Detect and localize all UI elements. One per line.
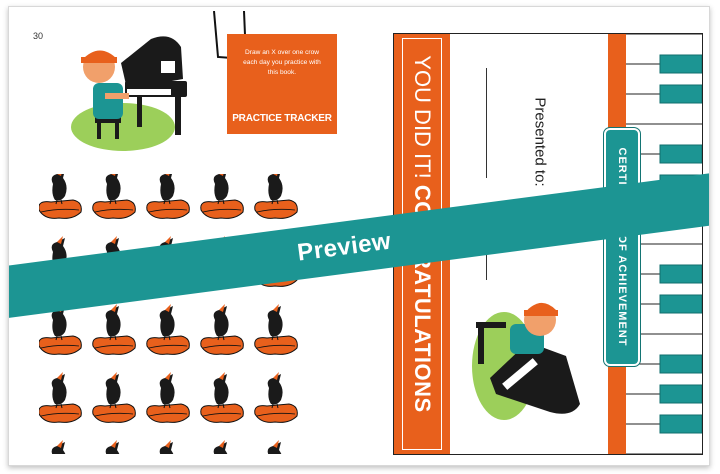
crow-icon: [254, 174, 298, 219]
crow-icon: [146, 439, 190, 454]
preview-label: Preview: [295, 227, 393, 267]
crow-icon: [200, 371, 244, 423]
crow-icon: [39, 174, 82, 219]
name-line: [486, 68, 487, 178]
crow-icon: [200, 439, 244, 454]
presented-to-label: Presented to:: [531, 97, 549, 187]
black-key: [659, 414, 702, 434]
crow-icon: [146, 174, 190, 219]
black-key: [659, 294, 702, 314]
pianist-illustration: [71, 36, 187, 151]
crow-icon: [92, 439, 136, 454]
tracker-title: PRACTICE TRACKER: [232, 113, 332, 124]
certificate-of-achievement-text: CERTIFICATE OF ACHIEVEMENT: [616, 147, 628, 347]
black-key: [659, 384, 702, 404]
crow-icon: [92, 371, 136, 423]
black-key: [659, 144, 702, 164]
crow-icon: [254, 439, 298, 454]
crow-grid: [39, 174, 298, 454]
crow-icon: [92, 174, 136, 219]
black-key: [659, 264, 702, 284]
practice-tracker-box: Draw an X over one crow each day you pra…: [227, 34, 337, 134]
crow-icon: [39, 371, 82, 423]
certificate-of-achievement-badge: CERTIFICATE OF ACHIEVEMENT: [604, 128, 640, 366]
black-key: [659, 354, 702, 374]
crow-icon: [146, 371, 190, 423]
crow-icon: [39, 439, 82, 454]
crow-icon: [146, 303, 190, 355]
black-key: [659, 84, 702, 104]
crow-icon: [254, 303, 298, 355]
crow-icon: [254, 371, 298, 423]
book-spread: 30 Draw an X over one crow each day you …: [8, 6, 710, 466]
crow-icon: [92, 303, 136, 355]
banner-text-light: YOU DID IT!: [410, 55, 435, 185]
tracker-instructions: Draw an X over one crow each day you pra…: [243, 49, 321, 76]
crow-icon: [200, 303, 244, 355]
black-key: [659, 54, 702, 74]
crow-icon: [200, 174, 244, 219]
page-number: 30: [33, 31, 44, 41]
pianist-illustration-2: [472, 302, 580, 420]
